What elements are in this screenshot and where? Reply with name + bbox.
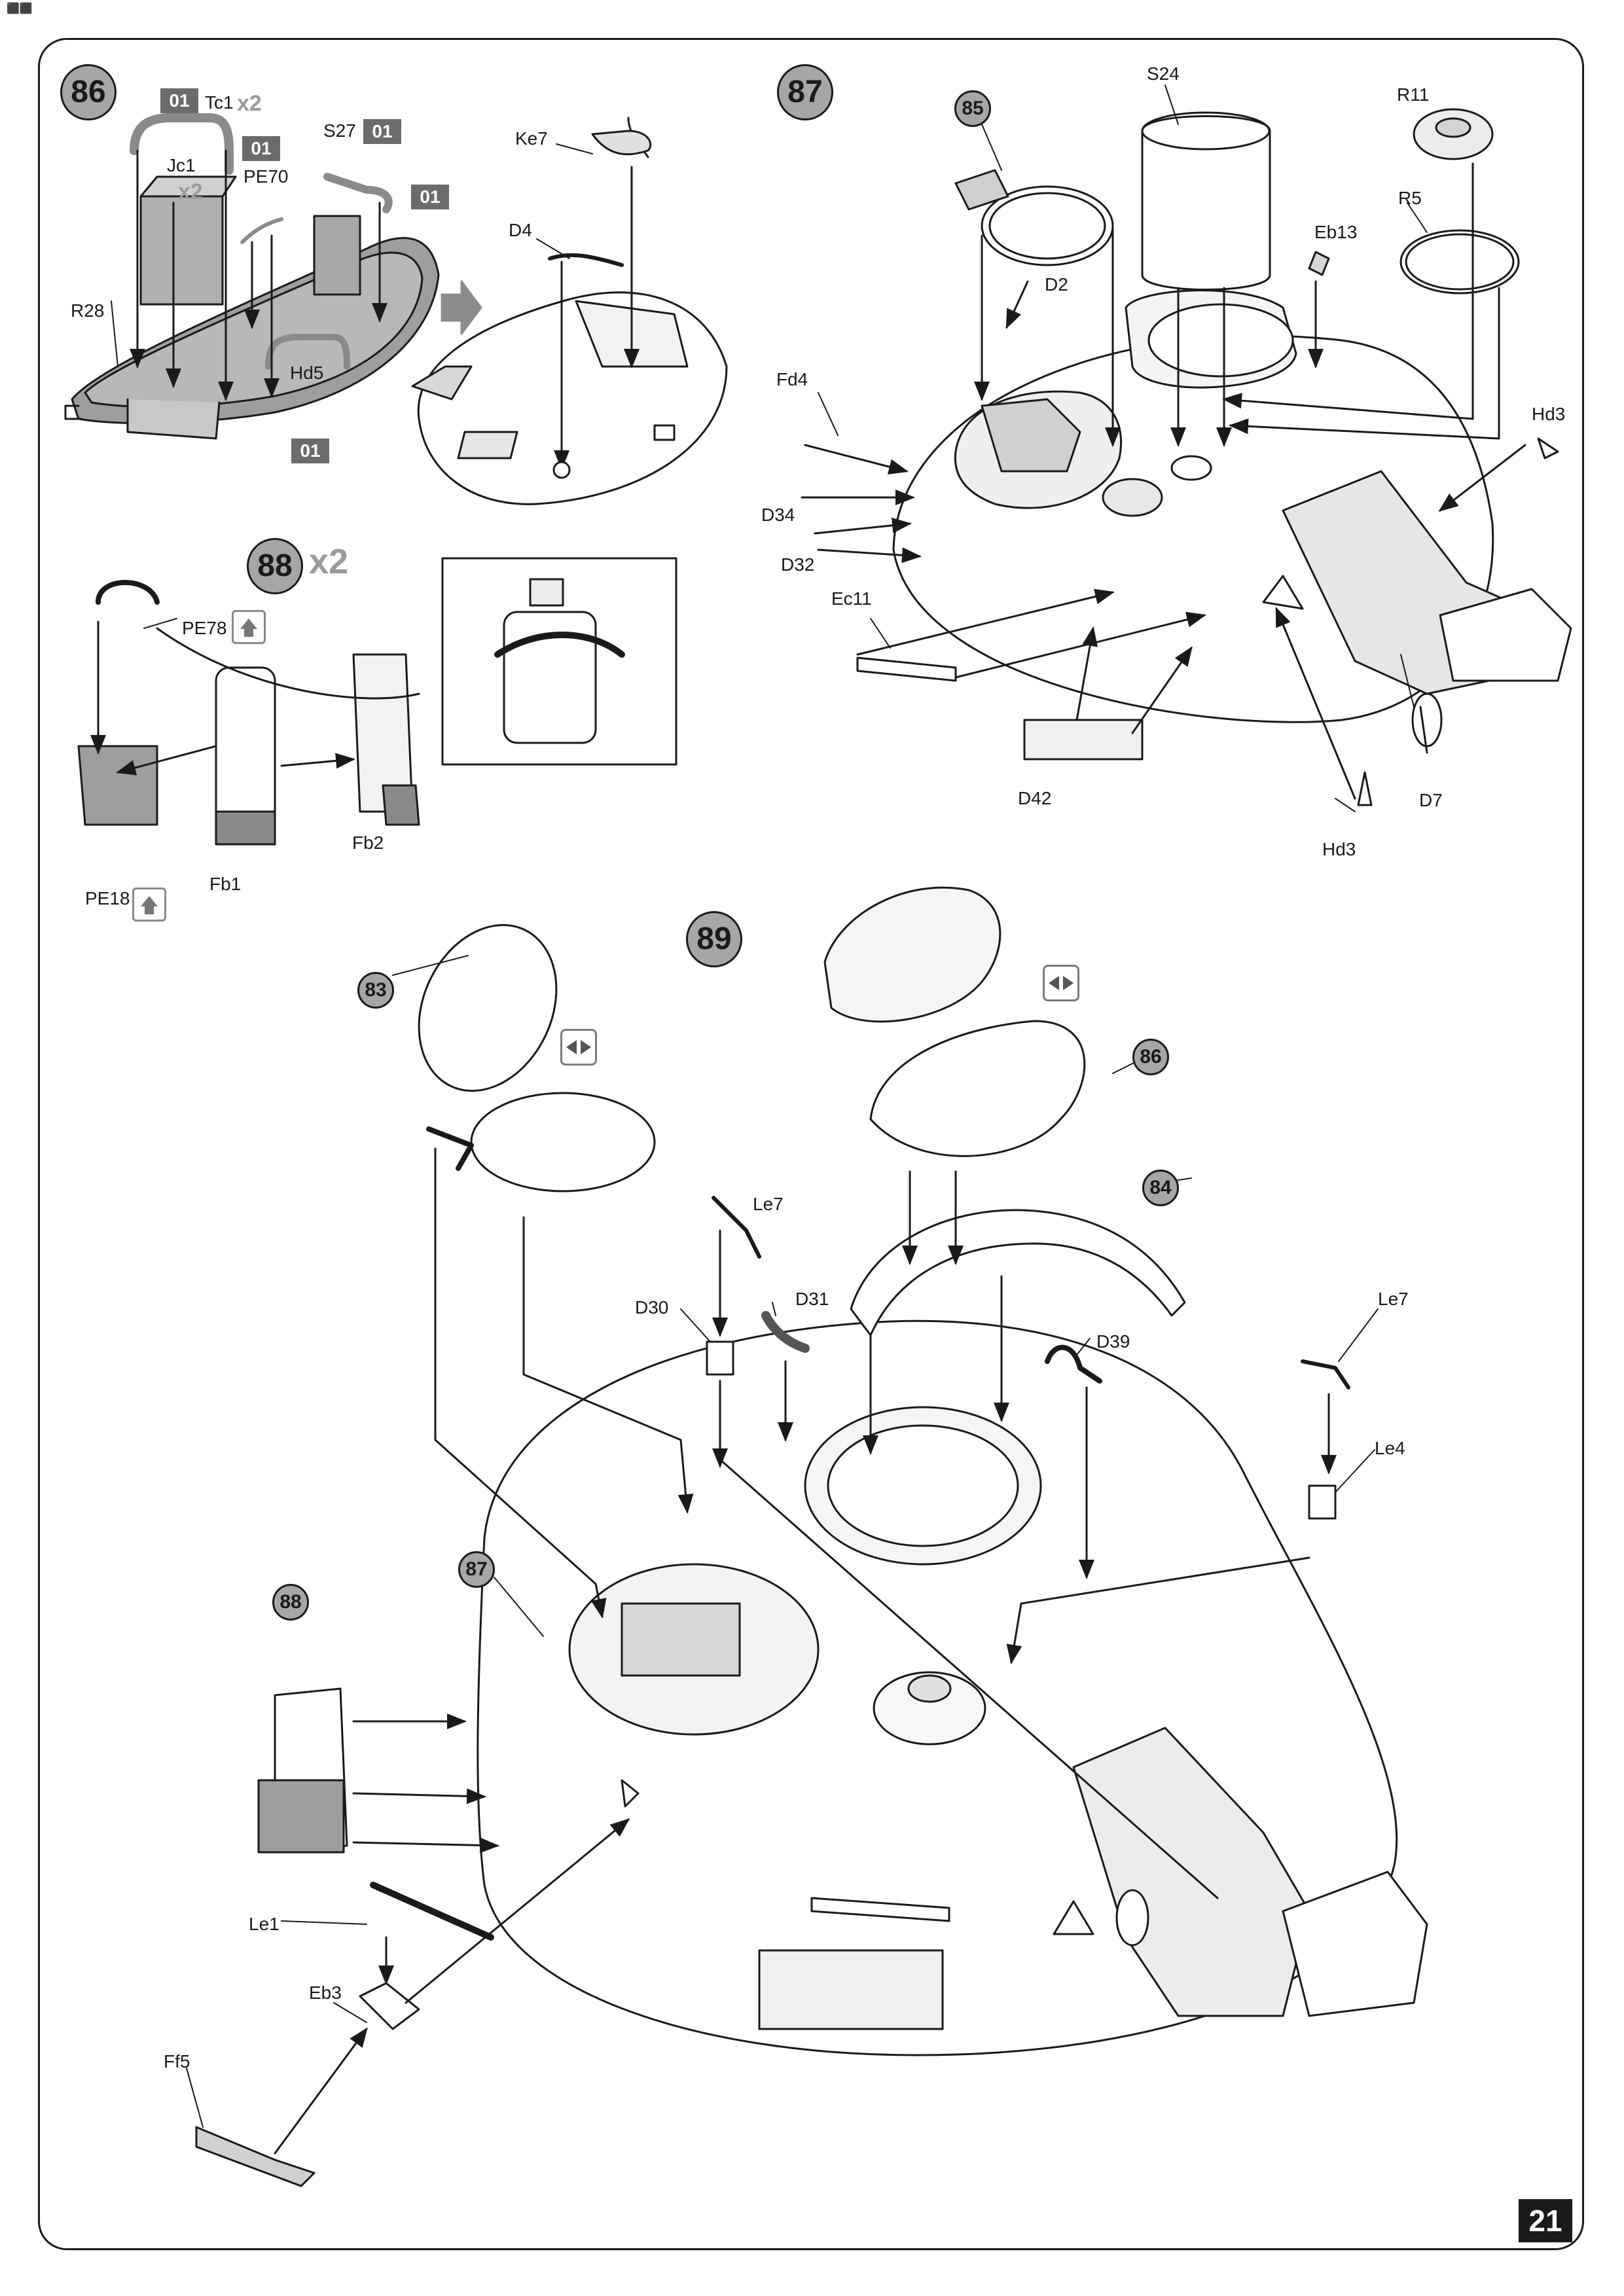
step-ref: 86 <box>1132 1039 1169 1075</box>
sprue-badge: 01 <box>160 88 198 113</box>
part-label: Ke7 <box>515 128 548 149</box>
step-number: 86 <box>60 64 117 120</box>
part-label: S27 <box>323 120 356 141</box>
part-label: Fd4 <box>776 369 808 389</box>
next-arrow-icon <box>441 280 482 335</box>
part-label: Le1 <box>249 1914 280 1934</box>
part-label: Fb1 <box>209 874 242 894</box>
photo-etch-arrow-icon <box>232 610 266 644</box>
part-label: Tc1 <box>205 92 234 113</box>
part-label: PE78 <box>182 618 227 638</box>
step89-turret <box>195 886 1428 2187</box>
photo-etch-arrow-icon <box>132 888 166 922</box>
part-label: Jc1 <box>167 155 196 175</box>
part-label: Le4 <box>1375 1438 1405 1458</box>
step-ref: 87 <box>458 1551 495 1588</box>
sprue-badge: 01 <box>363 119 401 144</box>
page-frame <box>38 38 1584 2250</box>
part-label: R5 <box>1398 188 1422 208</box>
part-label: PE70 <box>244 166 289 187</box>
part-label: D7 <box>1419 790 1443 810</box>
part-label: Hd5 <box>290 363 324 383</box>
part-label: R11 <box>1397 84 1430 105</box>
multiplier-value: 2 <box>190 179 203 204</box>
step-number: 87 <box>777 64 833 120</box>
step-multiplier: x2 <box>309 542 349 581</box>
step-ref: 88 <box>272 1584 309 1621</box>
part-label: Hd3 <box>1322 839 1356 859</box>
step88-jerrycan <box>77 557 677 846</box>
part-label: Fb2 <box>352 833 384 853</box>
flip-assembly-icon <box>560 1029 597 1066</box>
step-ref: 83 <box>357 972 394 1009</box>
part-label: D30 <box>635 1297 669 1318</box>
step87-turret <box>801 108 1572 806</box>
sprue-badge: 01 <box>242 136 280 161</box>
part-label: D34 <box>761 505 795 525</box>
sprue-badge: 01 <box>291 439 329 463</box>
part-label: S24 <box>1147 63 1180 84</box>
part-label: D39 <box>1096 1331 1130 1352</box>
step-number: 89 <box>686 911 742 967</box>
part-label: D2 <box>1045 274 1068 295</box>
part-multiplier: x2 <box>237 91 262 116</box>
part-label: Le7 <box>753 1194 784 1214</box>
part-label: D32 <box>781 554 815 575</box>
part-label: Ec11 <box>831 588 872 609</box>
part-multiplier: x2 <box>178 179 203 204</box>
flip-assembly-icon <box>1043 965 1079 1001</box>
part-label: D31 <box>795 1289 829 1309</box>
part-label: PE18 <box>85 888 130 908</box>
part-label: R28 <box>71 300 105 321</box>
part-label: Hd3 <box>1532 404 1566 424</box>
publisher-logo-icon: ⬛⬛ <box>7 3 33 14</box>
part-label: Eb3 <box>309 1982 342 2003</box>
multiplier-value: 2 <box>249 91 262 116</box>
multiplier-value: 2 <box>329 542 349 581</box>
part-label: Eb13 <box>1314 222 1358 242</box>
step-number: 88 <box>247 538 303 594</box>
step86-hatch-base <box>64 113 440 440</box>
part-label: Le7 <box>1378 1289 1409 1309</box>
part-label: Ff5 <box>164 2051 190 2072</box>
step-ref: 84 <box>1142 1170 1179 1206</box>
sprue-badge: 01 <box>411 185 449 209</box>
part-label: D4 <box>509 220 532 240</box>
step86-result-hatch <box>411 117 728 505</box>
page-number: 21 <box>1519 2199 1572 2242</box>
part-label: D42 <box>1018 788 1052 808</box>
step-ref: 85 <box>954 90 991 127</box>
